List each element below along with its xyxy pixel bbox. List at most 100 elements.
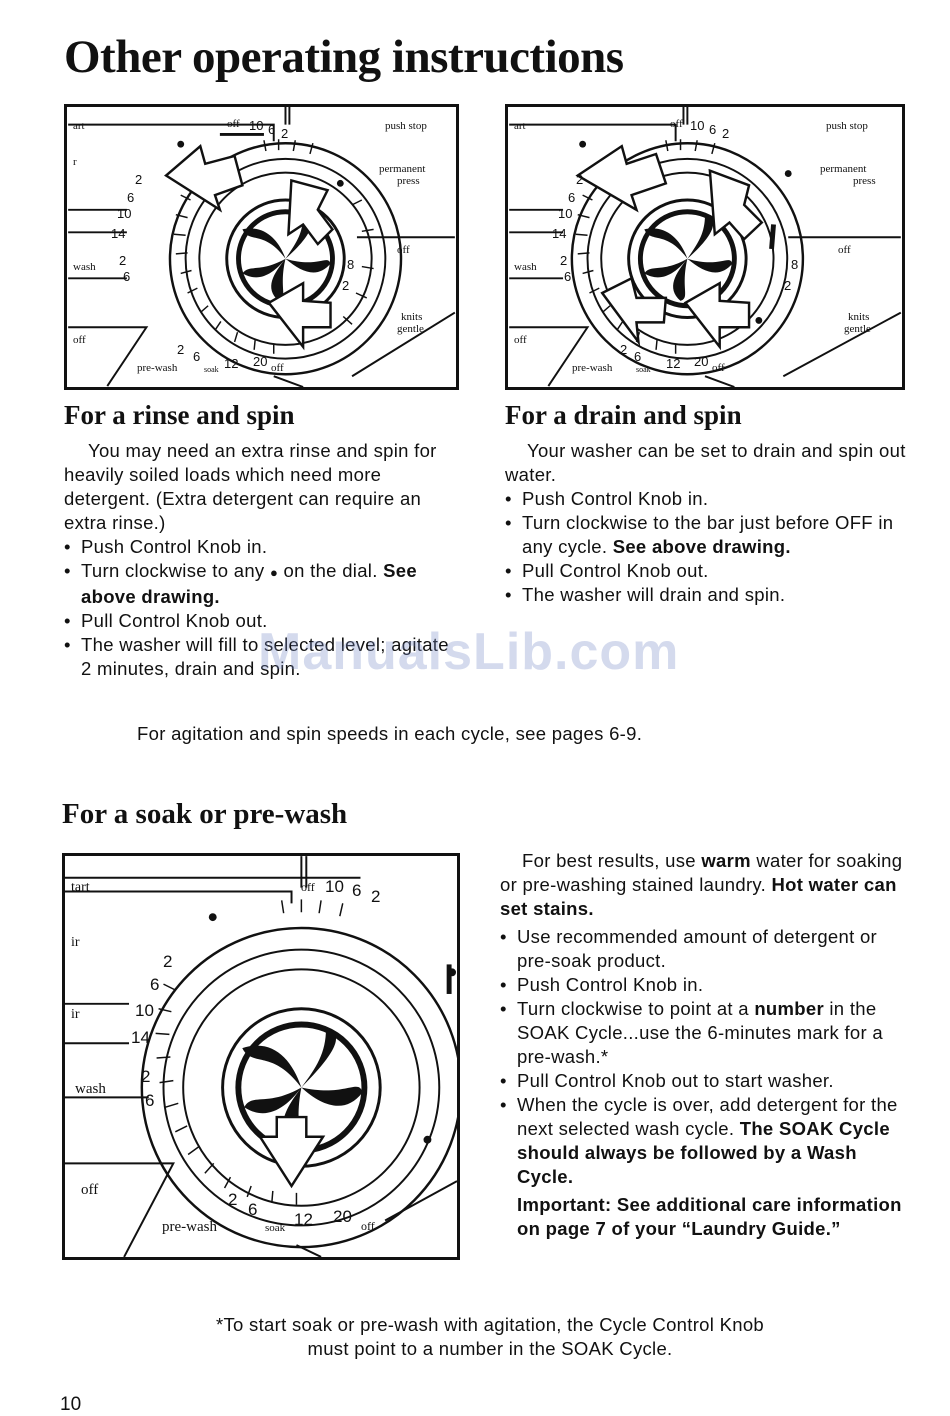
step-bold-text: See above drawing. bbox=[81, 560, 417, 607]
dial-num-p2: 2 bbox=[177, 342, 185, 357]
dial-label-left2: ir bbox=[71, 1007, 80, 1022]
intro-text: For best results, use bbox=[522, 850, 702, 871]
dial-label-wash: wash bbox=[73, 261, 96, 273]
list-item: Push Control Knob in. bbox=[64, 535, 464, 559]
dial-num-w6: 6 bbox=[145, 1091, 155, 1110]
dial-label-off-bottom: off bbox=[271, 362, 284, 374]
dial-drawing bbox=[509, 107, 902, 387]
soak-heading: For a soak or pre-wash bbox=[62, 798, 348, 830]
dial-num-p12: 12 bbox=[224, 356, 239, 371]
list-item: Pull Control Knob out. bbox=[64, 609, 464, 633]
intro-bold-warm: warm bbox=[701, 850, 751, 871]
dial-label-off-top: off bbox=[670, 118, 683, 130]
dial-label-wash: wash bbox=[514, 261, 537, 273]
dial-label-off-bottom: off bbox=[361, 1219, 375, 1233]
dial-num-r2: 2 bbox=[784, 278, 792, 293]
dial-label-gentle: gentle bbox=[844, 323, 871, 335]
dial-label-wash: wash bbox=[75, 1081, 106, 1097]
dial-label-press: press bbox=[397, 175, 420, 187]
step-text: on the dial. bbox=[278, 560, 378, 581]
list-item: The washer will fill to selected level; … bbox=[64, 633, 464, 681]
step-text: Turn clockwise to the bar just before OF… bbox=[522, 512, 894, 557]
watermark: ManualsLib.com bbox=[258, 623, 680, 681]
list-item: Turn clockwise to any ● on the dial. See… bbox=[64, 559, 464, 609]
dial-num-p2: 2 bbox=[228, 1190, 238, 1209]
rinse-intro: You may need an extra rinse and spin for… bbox=[64, 440, 437, 533]
dial-num-l6: 6 bbox=[568, 190, 576, 205]
list-item: Use recommended amount of detergent or p… bbox=[500, 925, 910, 973]
dial-num-r2: 2 bbox=[342, 278, 350, 293]
dial-label-soak: soak bbox=[636, 365, 651, 374]
dial-label-start: art bbox=[73, 120, 85, 132]
important-note: Important: See additional care informati… bbox=[517, 1194, 902, 1239]
dial-label-prewash: pre-wash bbox=[162, 1219, 217, 1235]
dial-num-l6: 6 bbox=[127, 190, 135, 205]
dial-label-permanent: permanent bbox=[379, 163, 426, 175]
list-item: When the cycle is over, add detergent fo… bbox=[500, 1093, 910, 1189]
dial-num-6: 6 bbox=[268, 122, 276, 137]
list-item: Push Control Knob in. bbox=[505, 487, 915, 511]
dial-num-l6: 6 bbox=[150, 975, 160, 994]
drain-intro: Your washer can be set to drain and spin… bbox=[505, 440, 906, 485]
dial-num-10: 10 bbox=[690, 118, 705, 133]
intro-bold-warning: Hot water can set stains. bbox=[500, 874, 897, 919]
dial-num-10: 10 bbox=[249, 118, 264, 133]
step-text: in the SOAK Cycle...use the 6-minutes ma… bbox=[517, 998, 883, 1067]
soak-intro: For best results, use warm water for soa… bbox=[500, 849, 910, 921]
drain-spin-section: Your washer can be set to drain and spin… bbox=[505, 439, 915, 607]
rinse-spin-dial-figure: art r wash off off push stop permanent p… bbox=[64, 104, 459, 390]
dial-label-knits: knits bbox=[401, 311, 423, 323]
dial-num-p6: 6 bbox=[634, 349, 642, 364]
dial-label-push-stop: push stop bbox=[385, 120, 427, 132]
dial-num-p12: 12 bbox=[666, 356, 681, 371]
dial-num-p6: 6 bbox=[193, 349, 201, 364]
step-text: When the cycle is over, add detergent fo… bbox=[517, 1094, 898, 1139]
dial-num-r8: 8 bbox=[791, 257, 799, 272]
list-item: Pull Control Knob out to start washer. bbox=[500, 1069, 910, 1093]
dial-label-permanent: permanent bbox=[820, 163, 867, 175]
dial-drawing bbox=[68, 107, 456, 387]
dial-label-gentle: gentle bbox=[397, 323, 424, 335]
dial-num-l10: 10 bbox=[117, 206, 132, 221]
dial-num-p12: 12 bbox=[294, 1210, 313, 1229]
step-bold-text: See above drawing. bbox=[612, 536, 791, 557]
list-item: Turn clockwise to point at a number in t… bbox=[500, 997, 910, 1069]
step-bold-text: number bbox=[754, 998, 824, 1019]
dial-label-press: press bbox=[853, 175, 876, 187]
dial-num-2: 2 bbox=[722, 126, 730, 141]
dial-dot-icon: ● bbox=[269, 565, 279, 580]
footnote-line: *To start soak or pre-wash with agitatio… bbox=[215, 1314, 765, 1335]
step-text: Turn clockwise to any bbox=[81, 560, 270, 581]
drain-spin-heading: For a drain and spin bbox=[505, 400, 742, 430]
drain-spin-dial-figure: art wash off off push stop permanent pre… bbox=[505, 104, 905, 390]
dial-label-off-right: off bbox=[397, 244, 410, 256]
dial-label-start: tart bbox=[71, 880, 90, 895]
dial-label-off-top: off bbox=[227, 118, 240, 130]
speeds-note: For agitation and spin speeds in each cy… bbox=[137, 723, 643, 744]
dial-num-10: 10 bbox=[325, 877, 344, 896]
dial-num-w2: 2 bbox=[560, 253, 568, 268]
dial-label-off: off bbox=[81, 1182, 99, 1198]
step-text: Turn clockwise to point at a bbox=[517, 998, 755, 1019]
dial-label-left1: r bbox=[73, 156, 77, 168]
dial-num-w2: 2 bbox=[141, 1067, 151, 1086]
dial-num-r8: 8 bbox=[347, 257, 355, 272]
dial-num-p20: 20 bbox=[253, 354, 268, 369]
dial-num-l10: 10 bbox=[135, 1001, 154, 1020]
dial-drawing bbox=[65, 856, 457, 1257]
dial-num-l10: 10 bbox=[558, 206, 573, 221]
dial-label-off: off bbox=[73, 334, 86, 346]
dial-label-off-right: off bbox=[838, 244, 851, 256]
list-item: The washer will drain and spin. bbox=[505, 583, 915, 607]
dial-label-push-stop: push stop bbox=[826, 120, 868, 132]
dial-num-l2: 2 bbox=[576, 172, 584, 187]
page-number: 10 bbox=[60, 1394, 82, 1415]
dial-num-l14: 14 bbox=[131, 1028, 150, 1047]
dial-label-start: art bbox=[514, 120, 526, 132]
rinse-spin-heading: For a rinse and spin bbox=[64, 400, 295, 430]
dial-label-soak: soak bbox=[265, 1222, 286, 1234]
dial-num-p20: 20 bbox=[694, 354, 709, 369]
dial-label-off-bottom: off bbox=[712, 362, 725, 374]
footnote-line: must point to a number in the SOAK Cycle… bbox=[307, 1338, 673, 1359]
dial-num-2: 2 bbox=[371, 887, 381, 906]
